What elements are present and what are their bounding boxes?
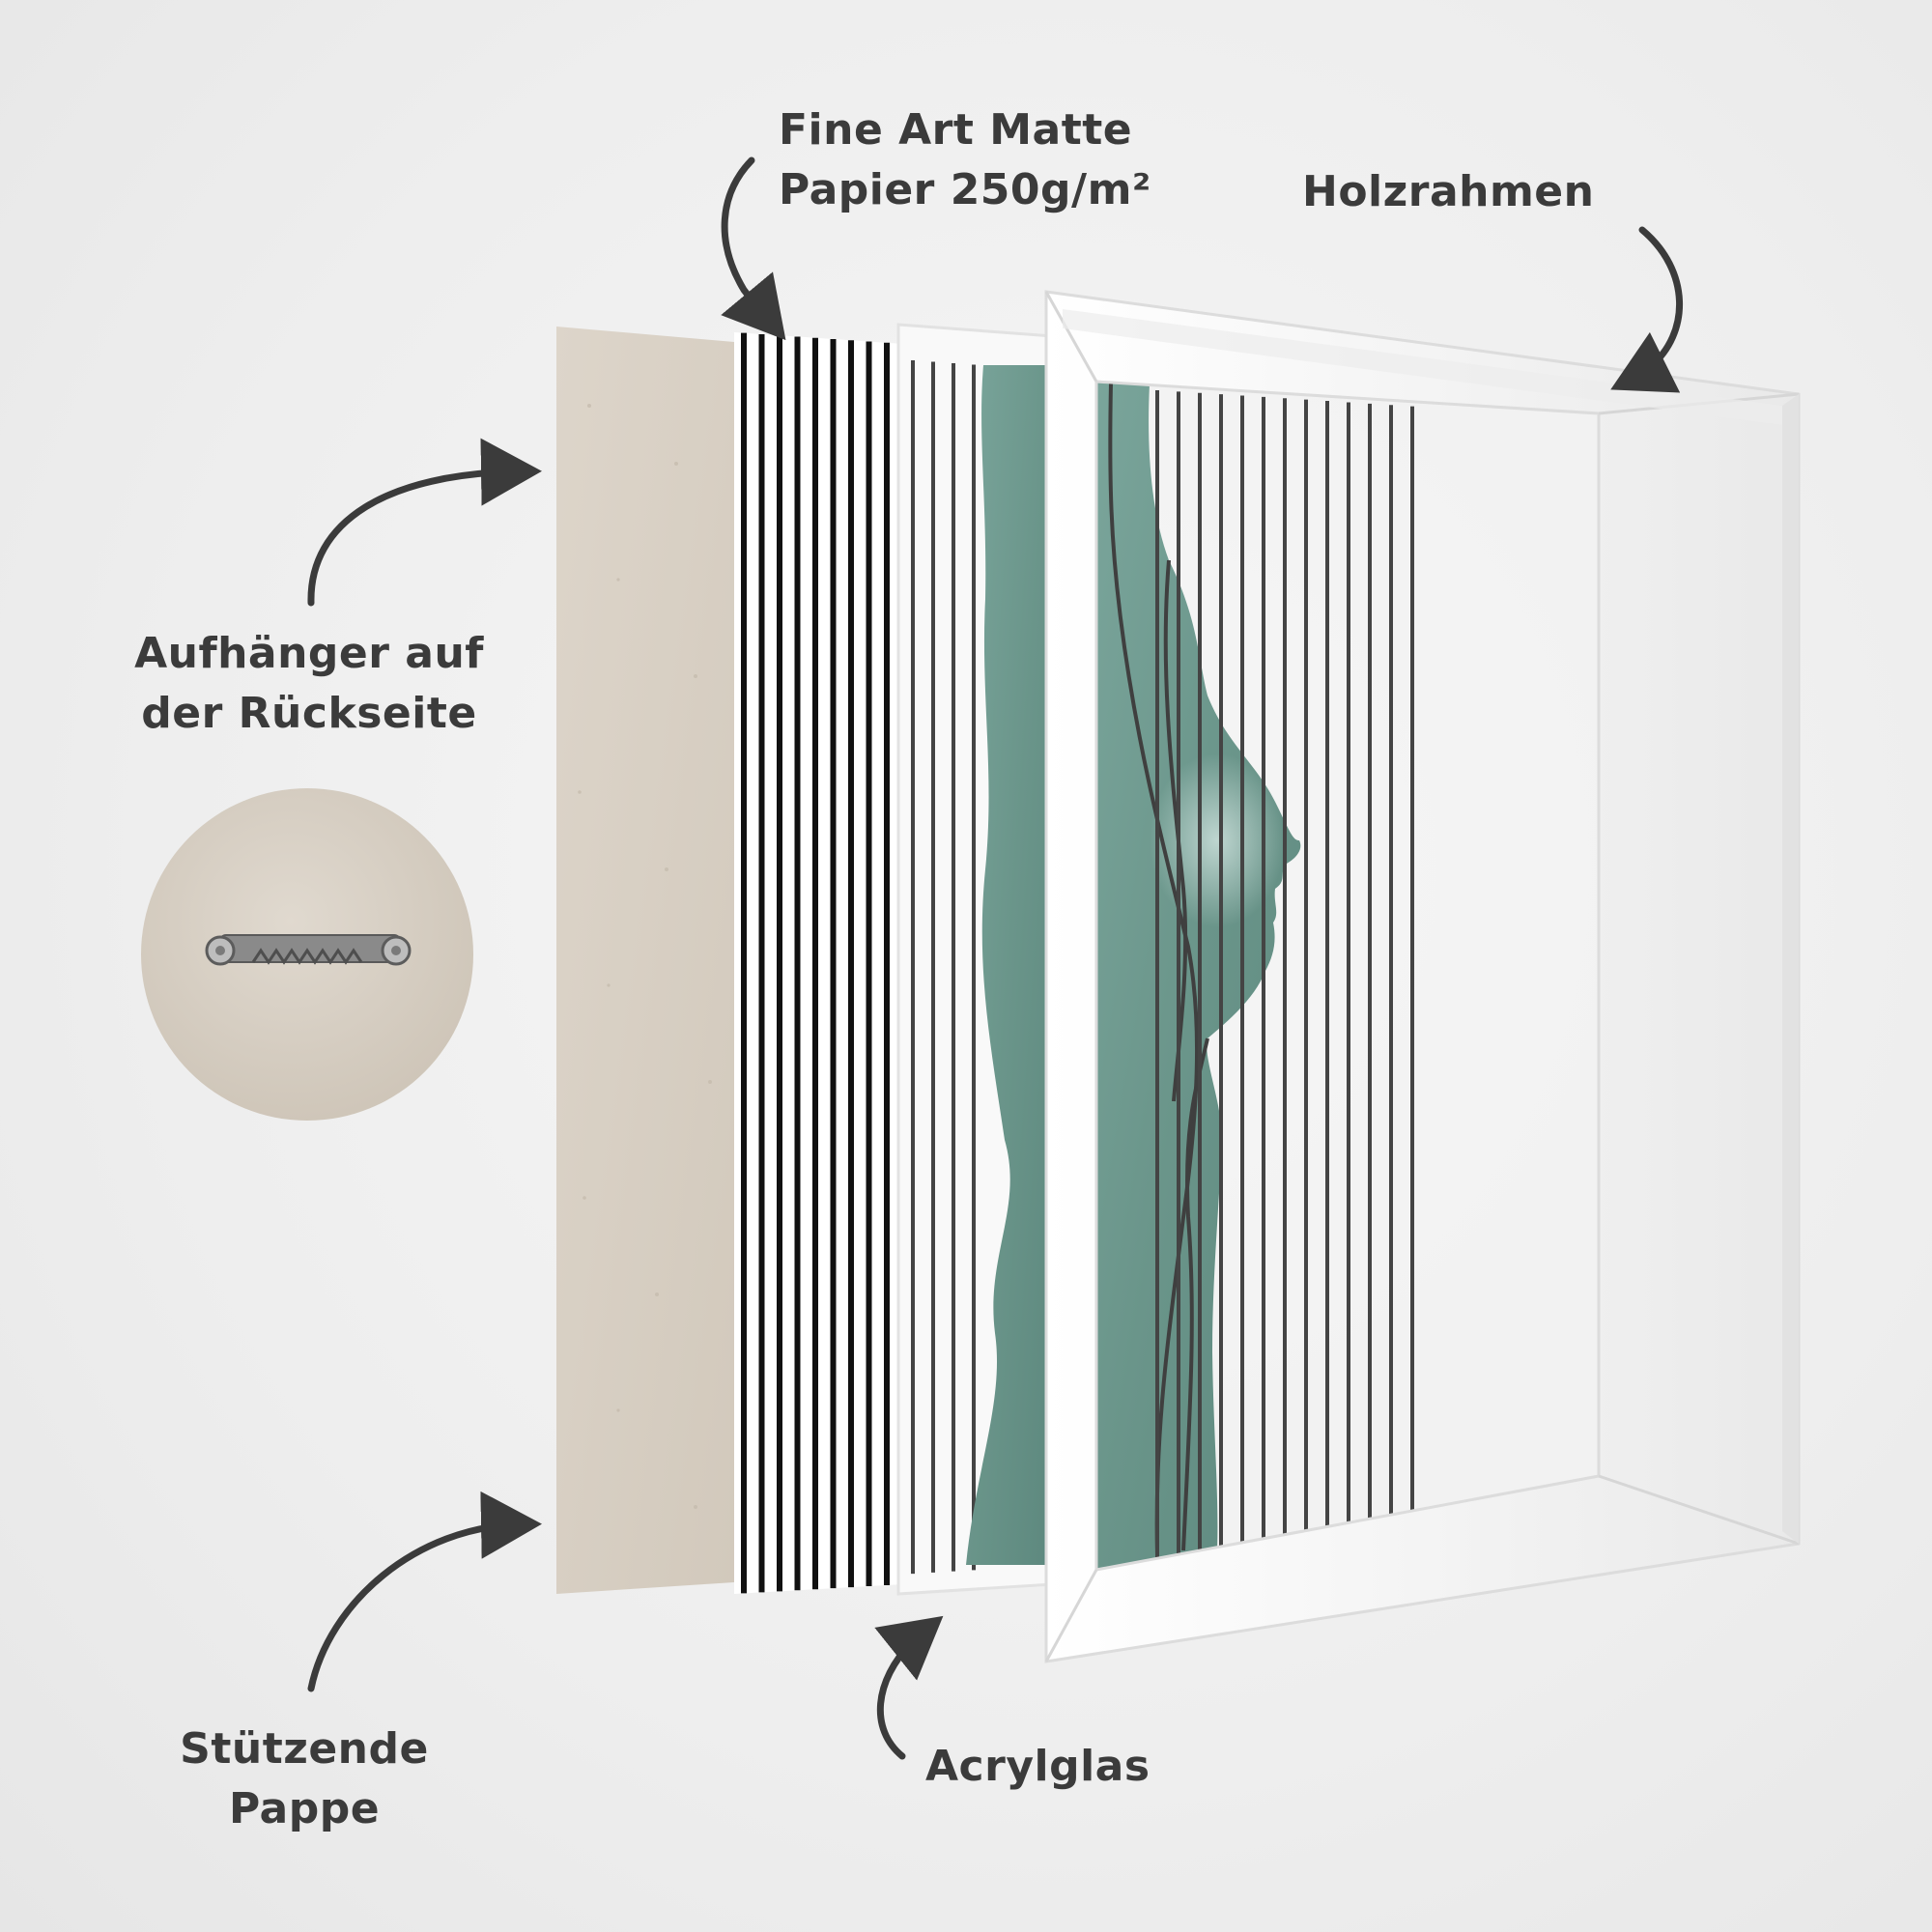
label-aufhaenger-line2: der Rückseite [141,689,477,738]
label-aufhaenger-line1: Aufhänger auf [134,629,484,678]
label-fine-art-paper-line1: Fine Art Matte [779,105,1133,155]
label-fine-art-paper-line2: Papier 250g/m² [779,165,1151,214]
arrow-frame [1610,226,1683,393]
cardboard-speckles [578,404,712,1509]
label-stuetzende-pappe-line2: Pappe [228,1784,381,1833]
label-stuetzende-pappe: Stützende Pappe [145,1719,464,1839]
callout-arrows [307,156,1683,1760]
artwork-stripes [1155,389,1414,1563]
label-acrylglas: Acrylglas [925,1737,1151,1797]
print-stripes [741,332,890,1594]
label-holzrahmen: Holzrahmen [1302,162,1594,222]
artwork-green-shape-left [966,365,1053,1565]
arrow-glass [874,1615,944,1760]
arrow-hanger [307,438,542,607]
arrow-paper [721,156,786,341]
label-stuetzende-pappe-line1: Stützende [180,1724,429,1774]
label-fine-art-paper: Fine Art Matte Papier 250g/m² [779,100,1151,220]
sawtooth-hanger-icon [205,934,412,966]
arrow-backing [307,1491,542,1692]
label-holzrahmen-text: Holzrahmen [1302,167,1595,216]
label-acrylglas-text: Acrylglas [925,1742,1151,1791]
art-print-paper [734,332,903,1594]
backing-cardboard [556,327,734,1594]
glass-stripes [911,360,976,1575]
hanger-detail-disc [141,788,473,1121]
wooden-frame [1044,290,1801,1663]
label-aufhaenger: Aufhänger auf der Rückseite [106,624,512,744]
